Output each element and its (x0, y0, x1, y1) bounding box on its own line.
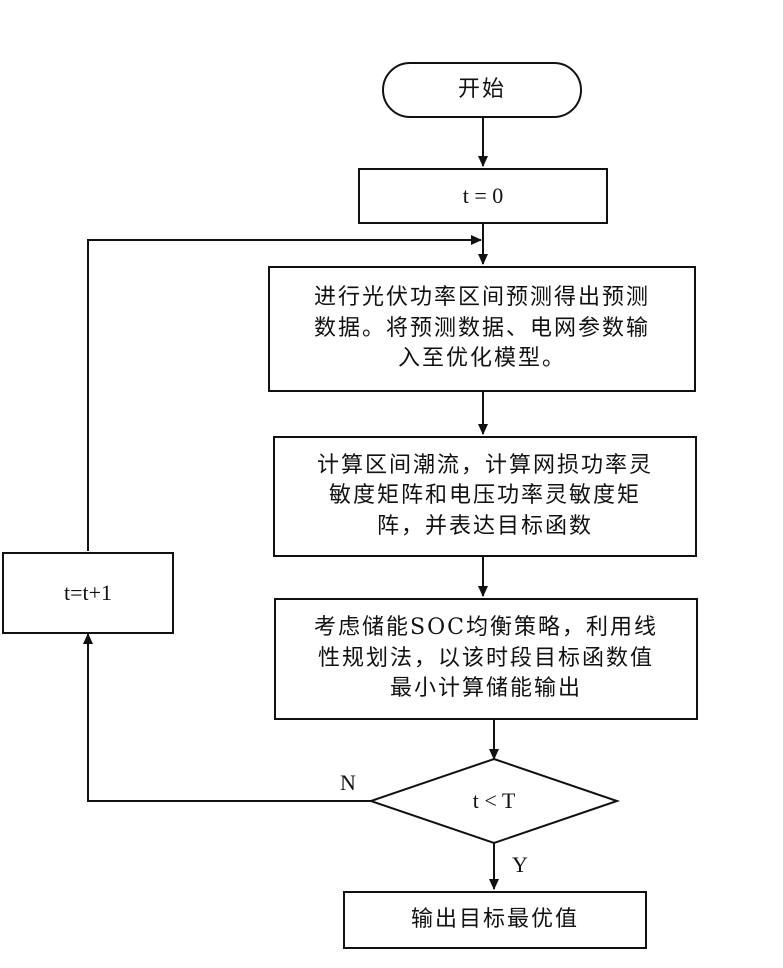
arrow-decision-no-to-increment (83, 633, 371, 802)
storage-output-label: 考虑储能SOC均衡策略，利用线 性规划法，以该时段目标函数值 最小计算储能输出 (314, 615, 658, 702)
arrow-increment-loop-back (87, 235, 482, 551)
increment-box: t=t+1 (2, 552, 174, 634)
output-label: 输出目标最优值 (410, 906, 579, 932)
predict-label: 进行光伏功率区间预测得出预测 数据。将预测数据、电网参数输 入至优化模型。 (313, 285, 650, 372)
yes-branch-label: Y (512, 852, 528, 877)
init-box: t = 0 (358, 168, 608, 224)
start-label: 开始 (457, 76, 506, 102)
increment-label: t=t+1 (63, 579, 113, 605)
init-label: t = 0 (462, 182, 504, 208)
output-box: 输出目标最优值 (343, 891, 647, 949)
no-branch-label: N (340, 770, 356, 795)
predict-box: 进行光伏功率区间预测得出预测 数据。将预测数据、电网参数输 入至优化模型。 (268, 266, 696, 392)
power-flow-box: 计算区间潮流，计算网损功率灵 敏度矩阵和电压功率灵敏度矩 阵，并表达目标函数 (273, 436, 697, 557)
start-terminator: 开始 (382, 62, 582, 118)
decision-label: t < T (472, 788, 516, 813)
decision-diamond (367, 757, 621, 845)
storage-output-box: 考虑储能SOC均衡策略，利用线 性规划法，以该时段目标函数值 最小计算储能输出 (274, 598, 698, 720)
power-flow-label: 计算区间潮流，计算网损功率灵 敏度矩阵和电压功率灵敏度矩 阵，并表达目标函数 (316, 452, 653, 539)
